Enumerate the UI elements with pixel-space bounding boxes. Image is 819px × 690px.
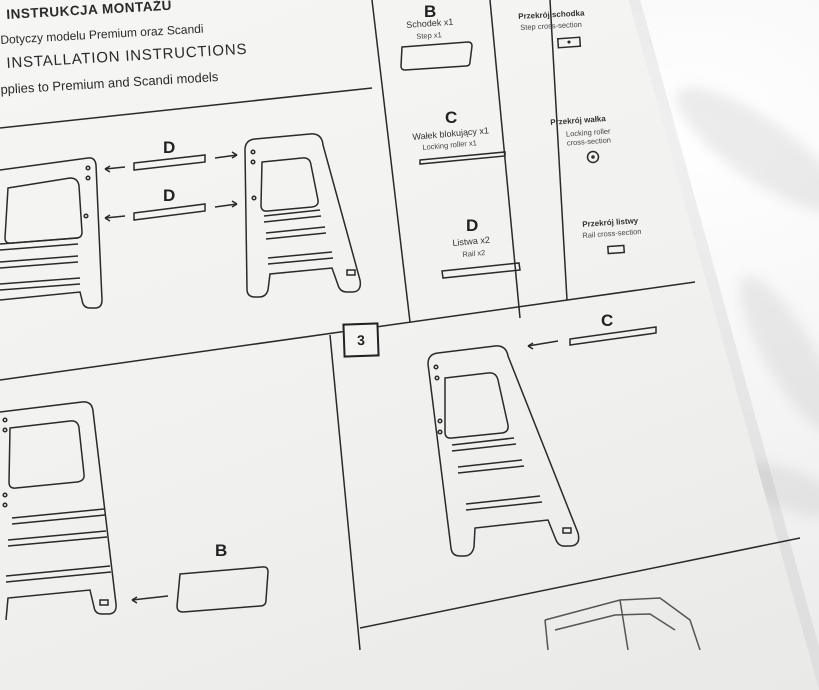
part-d-letter: D bbox=[466, 216, 479, 235]
rail-d-upper-label: D bbox=[163, 138, 176, 157]
roller-part-c bbox=[419, 151, 506, 165]
stool-step3 bbox=[427, 345, 580, 557]
rail-d-lower-label: D bbox=[163, 186, 176, 205]
part-b-letter: B bbox=[424, 2, 437, 21]
stool-left bbox=[0, 157, 103, 309]
rail-section-icon bbox=[607, 244, 626, 255]
stool-right bbox=[244, 133, 362, 298]
stool-step4-preview bbox=[544, 597, 701, 650]
roller-c-label: C bbox=[601, 311, 614, 330]
part-b-name-en: Step x1 bbox=[416, 30, 443, 41]
vertical-divider-3 bbox=[549, 0, 568, 301]
roller-c-step3 bbox=[569, 326, 657, 346]
header-divider bbox=[0, 87, 373, 129]
vertical-divider-1 bbox=[371, 0, 411, 323]
step-b-label: B bbox=[215, 541, 228, 560]
part-c-letter: C bbox=[445, 108, 458, 127]
stool-step2 bbox=[0, 401, 117, 621]
step-section-icon bbox=[556, 36, 582, 49]
step-divider bbox=[329, 334, 361, 650]
rail-d-upper bbox=[133, 154, 206, 171]
step-b-step2 bbox=[176, 566, 269, 613]
sheet-diagrams bbox=[0, 0, 801, 650]
rail-d-lower bbox=[133, 203, 206, 221]
bottom-divider bbox=[359, 537, 801, 629]
vertical-divider-2 bbox=[489, 0, 521, 319]
rail-part-d bbox=[441, 262, 521, 279]
roller-section-icon bbox=[586, 150, 600, 164]
step-part-b bbox=[400, 41, 473, 71]
step-number-badge: 3 bbox=[342, 322, 380, 358]
